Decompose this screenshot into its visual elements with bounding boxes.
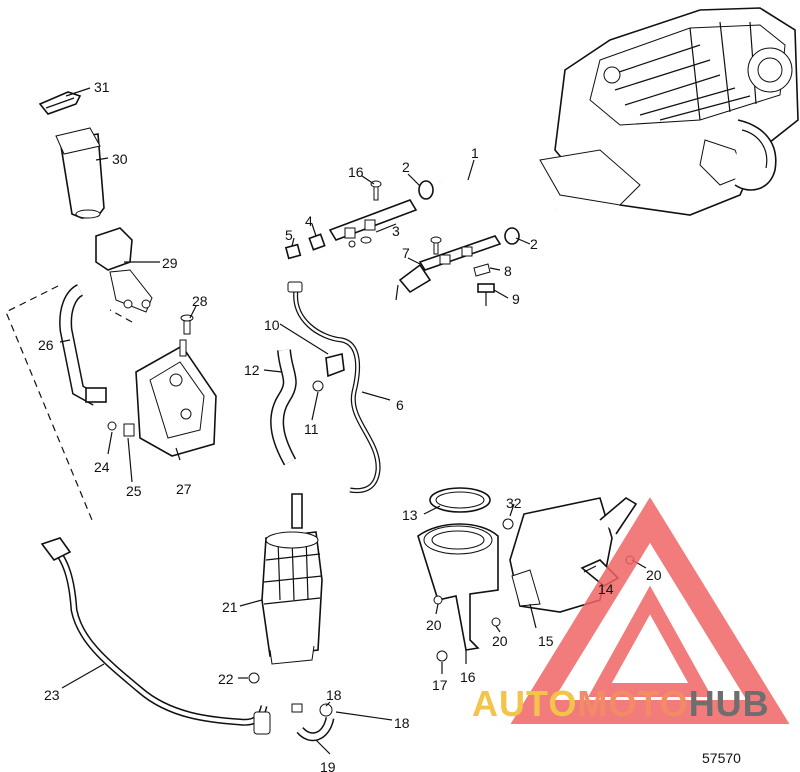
callout-27: 27 [176,481,192,497]
part-30-fuel-pump-sleeve [55,127,105,219]
callout-2: 2 [402,159,410,175]
part-15-heat-shield [509,497,613,613]
callout-19: 19 [320,759,336,772]
callout-7: 7 [402,245,410,261]
leader-lines [59,87,647,755]
callout-16: 16 [348,164,364,180]
callout-32: 32 [506,495,522,511]
part-27-mounting-bracket [135,344,217,457]
callout-18: 18 [394,715,410,731]
part-10-clamp [325,353,345,378]
callout-9: 9 [512,291,520,307]
callout-15: 15 [538,633,554,649]
callout-4: 4 [305,213,313,229]
part-12-hose [270,349,297,466]
callout-6: 6 [396,397,404,413]
dashed-hose-route-short [109,309,133,323]
callout-10: 10 [264,317,280,333]
callout-22: 22 [218,671,234,687]
callout-2: 2 [530,236,538,252]
callout-20: 20 [492,633,508,649]
engine-intake-manifold [539,7,799,216]
part-26-hose [59,284,107,406]
callout-5: 5 [285,227,293,243]
callout-28: 28 [192,293,208,309]
part-hook-bracket [599,497,638,535]
callout-25: 25 [126,483,142,499]
callout-20: 20 [646,567,662,583]
part-2-hose-clamp [418,180,520,245]
part-4-fitting [308,233,326,251]
callout-21: 21 [222,599,238,615]
part-6-fuel-line [287,281,381,494]
part-11-nut [312,380,324,392]
callout-29: 29 [162,255,178,271]
callout-16: 16 [460,669,476,685]
watermark-logo-triangle [510,497,790,724]
part-13-o-ring [429,487,491,513]
callout-17: 17 [432,677,448,693]
part-21-fuel-filter [261,493,323,665]
part-32-bolt [502,518,514,530]
part-17-nut [436,650,448,662]
callout-13: 13 [402,507,418,523]
part-22-bolt [248,672,260,684]
part-31-clip [38,91,82,115]
callout-labels: 1 2 2 3 4 5 6 7 8 9 10 11 12 13 14 15 16… [38,79,662,772]
figure-number: 57570 [702,750,741,766]
watermark-text-hub: HUB [688,683,770,724]
part-8-clip [473,263,491,277]
part-24-nut [107,421,117,431]
part-25-clip [123,423,135,437]
part-1-fuel-hose [438,174,559,226]
part-16-bolt-rail [370,180,442,255]
part-28-bolt [179,314,194,357]
callout-3: 3 [392,223,400,239]
watermark-text-moto: MOTO [577,683,689,724]
part-23-fuel-line [40,537,271,735]
callout-26: 26 [38,337,54,353]
callout-31: 31 [94,79,110,95]
part-5-cap [284,243,302,260]
callout-8: 8 [504,263,512,279]
callout-11: 11 [304,421,319,437]
callout-30: 30 [112,151,128,167]
part-19-hose [296,716,335,742]
part-29-bracket-sensor [95,227,153,313]
part-9-fuel-injector [477,283,495,306]
callout-14: 14 [598,581,614,597]
part-16-mounting-plate [417,523,499,651]
part-7-fuel-rail [395,235,502,301]
callout-20: 20 [426,617,442,633]
callout-12: 12 [244,362,260,378]
watermark-text: AUTOMOTOHUB [472,686,770,722]
callout-18: 18 [326,687,342,703]
part-3-fuel-rail [328,199,418,248]
callout-23: 23 [44,687,60,703]
dashed-hose-route-left [5,285,93,521]
callout-24: 24 [94,459,110,475]
part-18-clamp [291,703,333,717]
watermark-text-auto: AUTO [472,683,578,724]
callout-1: 1 [471,145,479,161]
